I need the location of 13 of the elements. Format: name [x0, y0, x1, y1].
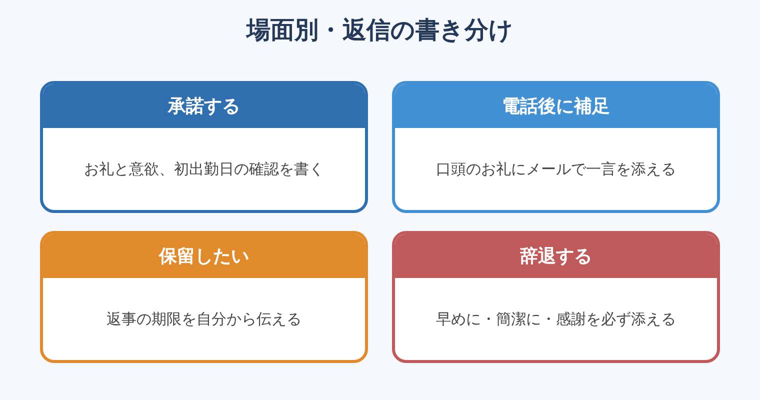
card [392, 231, 720, 363]
card-heading: 電話後に補足 [395, 84, 717, 128]
card-heading: 辞退する [395, 234, 717, 278]
title: 場面別・返信の書き分け [244, 15, 514, 46]
card-text: 返事の期限を自分から伝える [106, 308, 302, 330]
card-heading: 承諾する [43, 84, 365, 128]
card-heading: 保留したい [43, 234, 365, 278]
card-text: お礼と意欲、初出勤日の確認を書く [83, 158, 325, 180]
card-text: 口頭のお礼にメールで一言を添える [435, 158, 677, 180]
card [392, 81, 720, 213]
card [40, 231, 368, 363]
card [40, 81, 368, 213]
card-text: 早めに・簡潔に・感謝を必ず添える [435, 308, 677, 330]
